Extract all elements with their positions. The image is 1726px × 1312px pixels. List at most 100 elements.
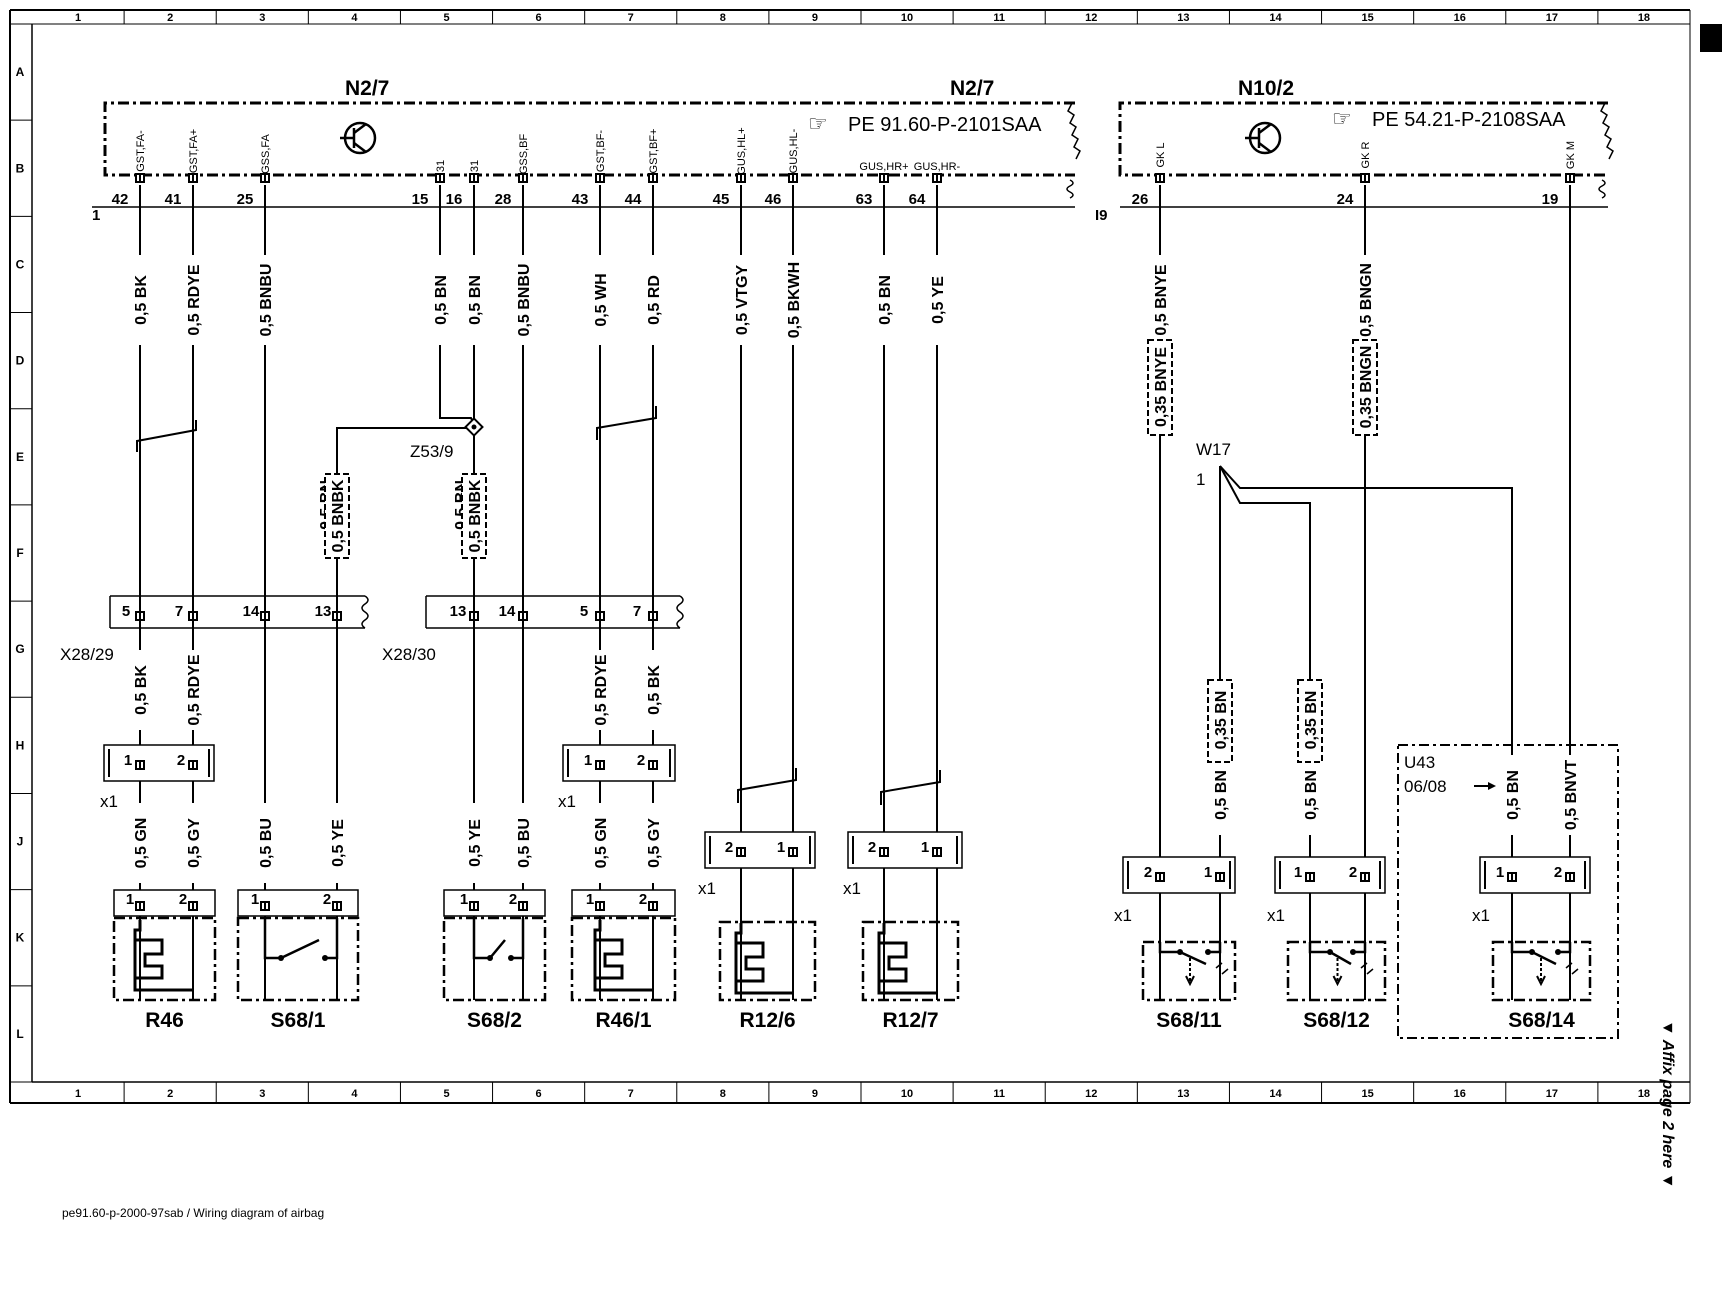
plug-pin-number: 2 — [637, 752, 645, 769]
connector-pin — [188, 611, 198, 621]
x1-label: x1 — [698, 879, 716, 898]
component-pin — [648, 901, 658, 911]
pin-number: 44 — [625, 191, 642, 208]
grid-col-bottom: 6 — [536, 1088, 542, 1100]
n10-2-module: N10/2 ☞ PE 54.21-P-2108SAA I9 — [1095, 77, 1614, 224]
wire-label: 0,5 BK — [646, 665, 663, 715]
component-pin-number: 2 — [639, 891, 647, 908]
w17-label: W17 — [1196, 440, 1231, 459]
z53-9-label: Z53/9 — [410, 442, 453, 461]
u43-box: U43 06/08 — [1397, 744, 1619, 1039]
grid-row: D — [16, 354, 25, 368]
grid-col-top: 1 — [75, 12, 81, 24]
pin-signal: GUS,HL+ — [736, 127, 748, 174]
pin-number: 26 — [1132, 191, 1149, 208]
wire-label: 0,5 RDYE — [186, 264, 203, 335]
grid-col-top: 3 — [259, 12, 265, 24]
component-label: S68/14 — [1508, 1009, 1575, 1032]
wire-label-dashed: 0,5 BNBK — [330, 479, 347, 552]
pin-number: 25 — [237, 191, 254, 208]
wire-label-dashed: 0,35 BNYE — [1153, 347, 1170, 427]
connector-pin — [518, 611, 528, 621]
component-pin — [260, 901, 270, 911]
grid-row: J — [17, 835, 24, 849]
pin-signal: GSS,FA — [260, 133, 272, 173]
plug-pin-number: 1 — [1204, 864, 1212, 881]
pin-number: 15 — [412, 191, 429, 208]
grid-col-top: 15 — [1361, 12, 1373, 24]
connector-pin — [135, 611, 145, 621]
grid-col-top: 9 — [812, 12, 818, 24]
grid-column-labels: 1122334455667788991010111112121313141415… — [75, 10, 1691, 1103]
plug-pin-number: 2 — [725, 839, 733, 856]
wire-label: 0,5 GY — [186, 818, 203, 868]
grid-col-top: 12 — [1085, 12, 1097, 24]
pin-number: 64 — [909, 191, 926, 208]
wire-label: 0,5 WH — [593, 273, 610, 326]
wire-label: 0,5 VTGY — [734, 265, 751, 336]
plug-pin — [1360, 872, 1370, 882]
connector-x28-29: X28/29 — [60, 595, 369, 664]
plug-pin-number: 2 — [1144, 864, 1152, 881]
module-pin — [932, 173, 942, 183]
connector-pin-number: 14 — [243, 603, 260, 620]
connector-pin — [469, 611, 479, 621]
component-s68-11: S68/11 — [1141, 940, 1237, 1032]
module-pin — [736, 173, 746, 183]
wire-label: 0,5 BN — [467, 275, 484, 325]
page-caption: pe91.60-p-2000-97sab / Wiring diagram of… — [62, 1206, 325, 1220]
n10-2-ref: PE 54.21-P-2108SAA — [1372, 109, 1566, 131]
wire-label: 0,5 BNVT — [1563, 760, 1580, 830]
grid-row: K — [16, 931, 25, 945]
pin-number: 41 — [165, 191, 182, 208]
grid-col-top: 11 — [993, 12, 1005, 24]
plug-pin — [736, 847, 746, 857]
pin-signal: 31 — [435, 160, 447, 172]
module-pin — [1155, 173, 1165, 183]
module-pin — [188, 173, 198, 183]
plug-pin — [1507, 872, 1517, 882]
module-pin — [135, 173, 145, 183]
wire-label: 0,5 GN — [593, 818, 610, 869]
component-pin-number: 2 — [509, 891, 517, 908]
wire-label: 0,5 RDYE — [593, 654, 610, 725]
component-s68-12: S68/12 — [1286, 940, 1387, 1032]
component-pin — [188, 901, 198, 911]
wire-label: 0,5 BK — [133, 665, 150, 715]
grid-col-bottom: 14 — [1269, 1088, 1282, 1100]
wire-label: 0,5 YE — [467, 819, 484, 867]
pin-signal: GUS,HR+ — [859, 161, 908, 173]
plug-pin — [932, 847, 942, 857]
pin-number: 43 — [572, 191, 589, 208]
plug-pin — [135, 760, 145, 770]
wire-label: 0,5 BNYE — [1153, 264, 1170, 335]
grid-col-top: 7 — [628, 12, 634, 24]
n10-2-label: N10/2 — [1238, 77, 1294, 100]
transistor-icon — [340, 121, 377, 155]
pin-signal: GK M — [1565, 141, 1577, 169]
module-pin — [435, 173, 445, 183]
grid-col-top: 17 — [1546, 12, 1558, 24]
grid-col-bottom: 7 — [628, 1088, 634, 1100]
grid-row: H — [16, 738, 25, 752]
w17-num: 1 — [1196, 470, 1205, 489]
grid-col-top: 2 — [167, 12, 173, 24]
transistor-icon-2 — [1245, 121, 1282, 155]
grid-col-bottom: 18 — [1638, 1088, 1650, 1100]
grid-col-bottom: 4 — [351, 1088, 358, 1100]
module-pin — [648, 173, 658, 183]
wire-label: 0,5 BN — [877, 275, 894, 325]
wire-label: 0,5 BK — [133, 275, 150, 325]
component-s68-14: S68/14 — [1491, 940, 1592, 1032]
grid-col-bottom: 9 — [812, 1088, 818, 1100]
